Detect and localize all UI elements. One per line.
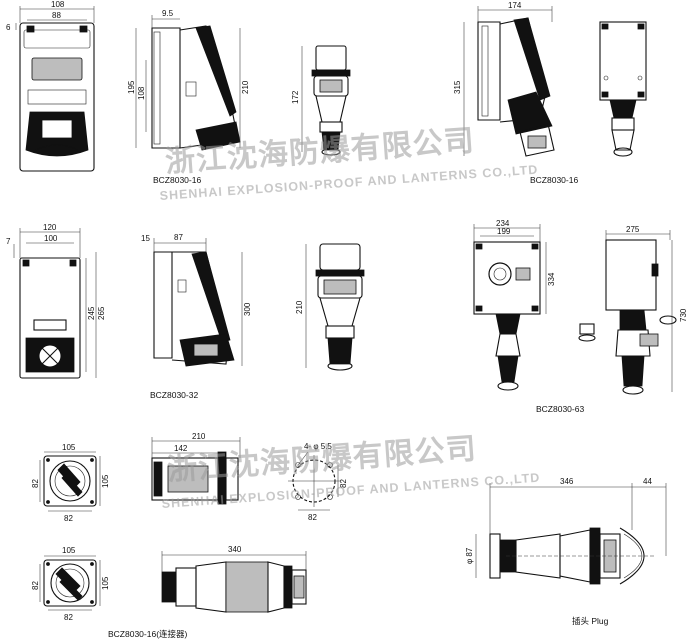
socket-63-front-view [473,241,541,391]
connector-assembly-side-view [161,561,307,613]
socket-32-front-dimensions: 120 100 7 245 265 [6,223,106,378]
connector-front-dimensions: 105 82 105 82 [31,546,110,622]
dim-172: 172 [291,90,300,104]
connector-assembly-dimensions: 340 [161,545,307,572]
dim-82-bottom-conn: 82 [64,613,73,622]
plug-horizontal-dimensions: 346 44 φ 87 [465,477,667,578]
mounting-hole-pattern [288,455,340,507]
caption-bcz8030-16-b: BCZ8030-16 [530,175,578,185]
dim-108-v: 108 [137,86,146,100]
plug-16-dimensions: 172 [291,46,303,152]
connector-socket-front-dimensions: 105 82 105 82 [31,443,110,523]
dim-82-bottom: 82 [64,514,73,523]
dim-120: 120 [43,223,57,232]
dim-7: 7 [6,237,11,246]
socket-16-plug-side-view [477,17,555,157]
dim-210-h: 210 [192,432,206,441]
connector-socket-front-view [43,455,97,507]
dim-phi-87: φ 87 [465,547,474,564]
mounting-hole-dimensions: 4- φ 5.5 82 82 [297,442,348,522]
dim-82-left-conn: 82 [31,581,40,590]
dim-82-left: 82 [31,479,40,488]
dim-210-v: 210 [295,300,304,314]
caption-bcz8030-16-connector: BCZ8030-16(连接器) [108,629,188,639]
caption-bcz8030-16-a: BCZ8030-16 [153,175,201,185]
dim-300: 300 [243,302,252,316]
plug-32-dimensions: 210 [295,244,307,368]
dim-340: 340 [228,545,242,554]
caption-bcz8030-32: BCZ8030-32 [150,390,198,400]
socket-32-front-view [19,257,81,379]
plug-horizontal-view [489,527,656,585]
dim-174: 174 [508,1,522,10]
socket-63-side-dimensions: 275 730 [605,225,688,392]
connector-socket-side-view [151,451,239,505]
dim-142: 142 [174,444,188,453]
watermark-bottom: 浙江沈海防爆有限公司 SHENHAI EXPLOSION-PROOF AND L… [161,431,540,511]
socket-63-front-dimensions: 234 199 334 [473,219,556,314]
dim-334: 334 [547,272,556,286]
socket-16-front-dimensions: 108 88 6 [6,0,95,32]
dim-44: 44 [643,477,652,486]
dim-holes: 4- φ 5.5 [304,442,332,451]
dim-199: 199 [497,227,511,236]
socket-16-plug-front-view [599,21,647,157]
dim-105-top: 105 [62,443,76,452]
dim-234: 234 [496,219,510,228]
connector-socket-side-dimensions: 210 142 [151,432,241,458]
dim-9-5: 9.5 [162,9,174,18]
dim-105-right: 105 [101,474,110,488]
dim-105-top-conn: 105 [62,546,76,555]
dim-210: 210 [241,80,250,94]
dim-82-mount-v: 82 [339,479,348,488]
dim-730: 730 [679,308,688,322]
socket-16-front-view [19,22,95,172]
dim-275: 275 [626,225,640,234]
dim-105-right-conn: 105 [101,576,110,590]
dim-87: 87 [174,233,183,242]
socket-63-side-view [578,239,677,395]
dim-82-mount-h: 82 [308,513,317,522]
socket-32-side-view [153,251,235,367]
caption-plug: 插头 Plug [572,616,609,626]
socket-16-plug-side-dimensions: 174 315 [453,1,553,156]
plug-32-vertical-view [315,243,365,371]
socket-16-side-dimensions: 9.5 195 108 210 [127,9,250,148]
dim-100: 100 [44,234,58,243]
plug-16-vertical-view [311,45,351,156]
dim-15: 15 [141,234,150,243]
dim-315: 315 [453,80,462,94]
dim-346: 346 [560,477,574,486]
caption-bcz8030-63: BCZ8030-63 [536,404,584,414]
connector-front-view [43,559,97,607]
dim-245: 245 [87,306,96,320]
dim-88: 88 [52,11,61,20]
dim-265: 265 [97,306,106,320]
dim-108: 108 [51,0,65,9]
dim-6: 6 [6,23,11,32]
socket-16-side-view [151,25,241,151]
dim-195: 195 [127,80,136,94]
socket-32-side-dimensions: 15 87 300 [141,233,252,366]
